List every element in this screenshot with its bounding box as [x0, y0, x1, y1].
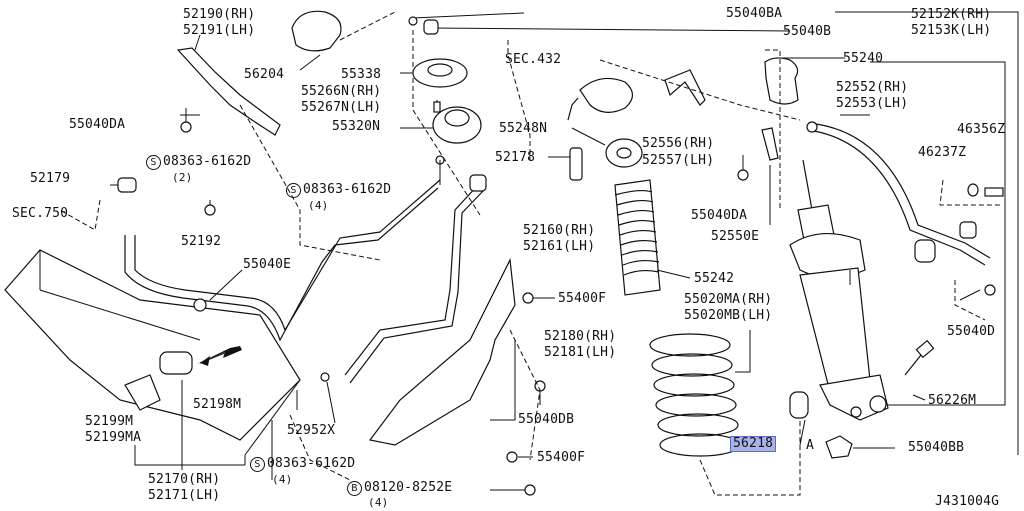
label-55040ba: 55040BA: [726, 6, 783, 21]
label-52199ma: 52199MA: [85, 430, 142, 445]
frame-member: [4, 249, 301, 441]
label-bolt4-qty: (4): [368, 496, 389, 509]
cap-56204: [291, 10, 342, 52]
label-52191: 52191(LH): [183, 23, 256, 38]
b-marker: B: [347, 481, 362, 496]
bumper-52178: [569, 147, 583, 181]
bushing-52198m: [159, 351, 193, 375]
frame-line-inner: [870, 61, 1006, 406]
label-56226m: 56226M: [928, 393, 977, 408]
cover-55248n: [579, 77, 634, 113]
label-bolt3-qty: (4): [272, 473, 293, 486]
label-52553: 52553(LH): [836, 96, 909, 111]
s-marker: S: [286, 183, 301, 198]
label-55400f-b: 55400F: [537, 450, 586, 465]
bushing-56218: [789, 391, 809, 419]
label-46237z: 46237Z: [918, 145, 967, 160]
label-52180: 52180(RH): [544, 329, 617, 344]
label-55040db: 55040DB: [518, 412, 575, 427]
clamp-52199m: [124, 374, 161, 411]
label-52198m: 52198M: [193, 397, 242, 412]
label-55020mb: 55020MB(LH): [684, 308, 773, 323]
label-52181: 52181(LH): [544, 345, 617, 360]
label-52557: 52557(LH): [642, 153, 715, 168]
label-55320n: 55320N: [332, 119, 381, 134]
label-sec750: SEC.750: [12, 206, 69, 221]
label-56218-ref: A: [806, 438, 815, 453]
label-bolt1-qty: (2): [172, 171, 193, 184]
stop-55240: [764, 57, 799, 105]
label-55400f-a: 55400F: [558, 291, 607, 306]
diagram-code: J431004G: [935, 494, 1000, 509]
s-marker: S: [250, 457, 265, 472]
label-55248n: 55248N: [499, 121, 548, 136]
label-52199m: 52199M: [85, 414, 134, 429]
label-sec432: SEC.432: [505, 52, 562, 67]
label-55040bb: 55040BB: [908, 440, 965, 455]
label-55240: 55240: [843, 51, 884, 66]
label-52178: 52178: [495, 150, 536, 165]
frame-line-right: [835, 11, 1019, 455]
label-52192: 52192: [181, 234, 222, 249]
label-52171: 52171(LH): [148, 488, 221, 503]
label-52160: 52160(RH): [523, 223, 596, 238]
link-52552: [807, 129, 986, 266]
label-bolt1: 08363-6162D: [163, 154, 252, 169]
label-bolt3: 08363-6162D: [267, 456, 356, 471]
s-marker: S: [146, 155, 161, 170]
label-55020ma: 55020MA(RH): [684, 292, 773, 307]
label-52550e: 52550E: [711, 229, 760, 244]
boot-55242: [614, 179, 661, 296]
label-52170: 52170(RH): [148, 472, 221, 487]
nut-55040b: [423, 19, 439, 35]
bracket-52550e: [761, 127, 779, 161]
label-46356z: 46356Z: [957, 122, 1006, 137]
label-bolt2-qty: (4): [308, 199, 329, 212]
label-55040d: 55040D: [947, 324, 996, 339]
label-52153k: 52153K(LH): [911, 23, 992, 38]
label-52190: 52190(RH): [183, 7, 256, 22]
link-52160: [344, 184, 479, 376]
label-55040da-top: 55040DA: [69, 117, 126, 132]
label-bolt4: 08120-8252E: [364, 480, 453, 495]
label-55242: 55242: [694, 271, 735, 286]
shock-absorber: [789, 159, 889, 421]
coil-spring: [649, 333, 741, 457]
bracket-52190: [176, 47, 281, 136]
label-bolt2: 08363-6162D: [303, 182, 392, 197]
label-52556: 52556(RH): [642, 136, 715, 151]
label-52179: 52179: [30, 171, 71, 186]
bracket-52180: [368, 257, 516, 446]
label-55266n: 55266N(RH): [301, 84, 382, 99]
label-55267n: 55267N(LH): [301, 100, 382, 115]
label-52552: 52552(RH): [836, 80, 909, 95]
label-55040b: 55040B: [783, 24, 832, 39]
label-55040da-mid: 55040DA: [691, 208, 748, 223]
label-56204: 56204: [244, 67, 285, 82]
label-55338: 55338: [341, 67, 382, 82]
bracket-52556: [664, 69, 706, 106]
label-56218-highlighted[interactable]: 56218: [729, 436, 777, 452]
label-52952x: 52952X: [287, 423, 336, 438]
nut-55040bb: [825, 435, 853, 459]
label-55040e: 55040E: [243, 257, 292, 272]
label-52161: 52161(LH): [523, 239, 596, 254]
label-52152k: 52152K(RH): [911, 7, 992, 22]
